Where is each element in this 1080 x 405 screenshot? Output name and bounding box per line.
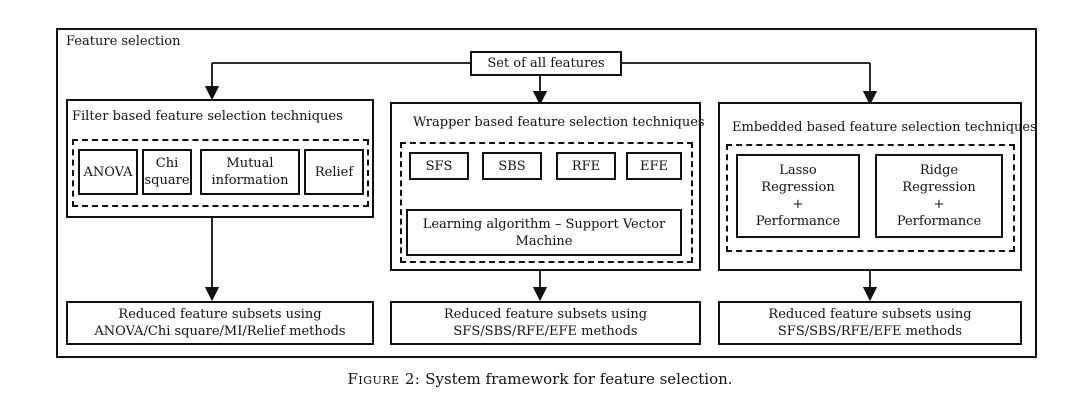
- wrapper-item-rfe: RFE: [556, 152, 616, 180]
- filter-item-mutual-information: Mutual information: [200, 149, 300, 195]
- wrapper-group: [400, 142, 693, 263]
- wrapper-learner: Learning algorithm – Support Vector Mach…: [406, 209, 682, 256]
- embedded-title: Embedded based feature selection techniq…: [732, 120, 1037, 135]
- embedded-group: [726, 144, 1015, 252]
- wrapper-result: Reduced feature subsets using SFS/SBS/RF…: [390, 301, 701, 345]
- embedded-item-lasso: Lasso Regression + Performance: [736, 154, 860, 238]
- caption-prefix: Figure 2:: [347, 370, 421, 388]
- filter-title: Filter based feature selection technique…: [72, 109, 343, 124]
- wrapper-item-efe: EFE: [626, 152, 682, 180]
- embedded-item-ridge: Ridge Regression + Performance: [875, 154, 1003, 238]
- filter-item-relief: Relief: [304, 149, 364, 195]
- filter-group: [72, 139, 369, 207]
- embedded-result: Reduced feature subsets using SFS/SBS/RF…: [718, 301, 1022, 345]
- root-node: Set of all features: [470, 51, 622, 76]
- wrapper-title: Wrapper based feature selection techniqu…: [413, 115, 705, 130]
- figure-caption: Figure 2: System framework for feature s…: [0, 370, 1080, 388]
- wrapper-item-sfs: SFS: [409, 152, 469, 180]
- filter-item-anova: ANOVA: [78, 149, 138, 195]
- filter-result: Reduced feature subsets using ANOVA/Chi …: [66, 301, 374, 345]
- caption-text: System framework for feature selection.: [420, 370, 733, 388]
- outer-label: Feature selection: [66, 34, 181, 49]
- filter-item-chi-square: Chi square: [142, 149, 192, 195]
- wrapper-item-sbs: SBS: [482, 152, 542, 180]
